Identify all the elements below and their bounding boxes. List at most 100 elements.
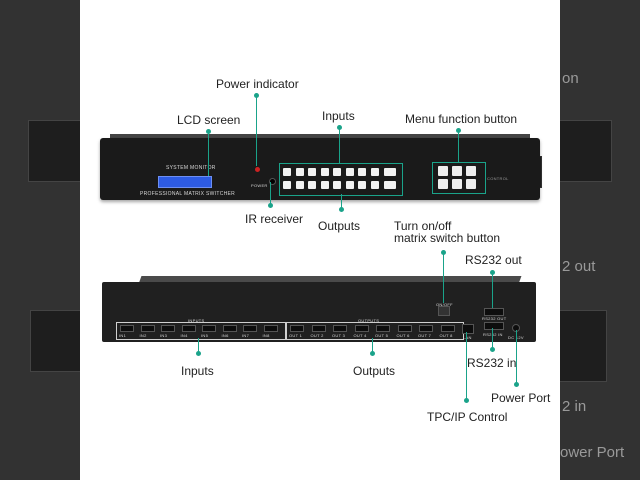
menu-function-label: Menu function button — [405, 112, 518, 126]
input-button-5[interactable] — [333, 168, 341, 176]
in-hdmi-port-1[interactable] — [120, 325, 134, 332]
rear-inputs-group — [116, 322, 286, 340]
power-port-line — [516, 330, 517, 384]
input-button-1[interactable] — [283, 168, 291, 176]
menu-function-line — [458, 131, 459, 163]
brand-line: PROFESSIONAL MATRIX SWITCHER — [140, 191, 236, 197]
front-outputs-label: Outputs — [318, 219, 361, 233]
power-indicator-label: Power indicator — [216, 77, 299, 91]
rear-outputs-label: Outputs — [353, 364, 396, 378]
ir-receiver-line — [270, 182, 271, 204]
input-button-6[interactable] — [345, 168, 354, 176]
output-button-8[interactable] — [370, 181, 379, 189]
lan-text: LAN — [463, 335, 472, 340]
side-text-2out: 2 out — [562, 258, 596, 275]
in-hdmi-port-6[interactable] — [222, 325, 237, 332]
ir-receiver-dot — [268, 203, 273, 208]
menu-button-5[interactable] — [452, 179, 462, 189]
tcp-ip-dot — [464, 398, 469, 403]
rs232-in-port[interactable] — [484, 322, 504, 330]
out-hdmi-port-2[interactable] — [311, 325, 326, 332]
in-port-label: IN2 — [139, 333, 147, 338]
front-inputs-dot — [337, 125, 342, 130]
on-off-dot — [441, 250, 446, 255]
output-button-4[interactable] — [320, 181, 329, 189]
input-button-7[interactable] — [358, 168, 366, 176]
menu-button-3[interactable] — [466, 166, 476, 176]
out-port-label: OUT 8 — [439, 333, 453, 338]
control-text: CONTROL — [487, 176, 509, 181]
menu-button-outline — [432, 162, 486, 194]
out-hdmi-port-1[interactable] — [290, 325, 304, 332]
rear-inputs-heading: INPUTS — [188, 318, 205, 323]
rear-inputs-dot — [196, 351, 201, 356]
output-button-2[interactable] — [295, 181, 304, 189]
tcp-ip-line — [466, 332, 467, 400]
power-port-label: Power Port — [491, 391, 551, 405]
ir-receiver-window — [269, 178, 276, 185]
in-hdmi-port-7[interactable] — [243, 325, 257, 332]
out-hdmi-port-4[interactable] — [354, 325, 369, 332]
rs232-out-dot — [490, 270, 495, 275]
on-off-label-line2: matrix switch button — [394, 231, 501, 245]
lcd-screen-dot — [206, 129, 211, 134]
front-outputs-line — [341, 194, 342, 208]
on-off-label-line1: Turn on/off — [394, 219, 452, 233]
tcp-ip-label: TPC/IP Control — [427, 410, 508, 424]
in-hdmi-port-2[interactable] — [140, 325, 155, 332]
rear-inputs-label: Inputs — [181, 364, 214, 378]
side-text-2in: 2 in — [562, 398, 587, 415]
lcd-screen — [158, 176, 212, 188]
in-port-label: IN6 — [221, 333, 229, 338]
in-port-label: IN8 — [262, 333, 270, 338]
output-button-1[interactable] — [283, 181, 291, 189]
in-port-label: IN4 — [180, 333, 188, 338]
dc-text: DC 12V — [508, 335, 524, 340]
menu-function-dot — [456, 128, 461, 133]
out-port-label: OUT 4 — [353, 333, 367, 338]
out-hdmi-port-3[interactable] — [333, 325, 347, 332]
rear-inputs-line — [198, 338, 199, 352]
menu-button-6[interactable] — [466, 179, 476, 189]
out-hdmi-port-7[interactable] — [419, 325, 433, 332]
input-button-2[interactable] — [295, 168, 304, 176]
out-hdmi-port-5[interactable] — [376, 325, 390, 332]
power-indicator-dot — [254, 93, 259, 98]
product-diagram: SYSTEM MONITOR PROFESSIONAL MATRIX SWITC… — [80, 0, 560, 480]
input-button-8[interactable] — [370, 168, 379, 176]
out-port-label: OUT 1 — [289, 333, 303, 338]
menu-button-1[interactable] — [438, 166, 448, 176]
lcd-screen-line — [208, 132, 209, 176]
in-hdmi-port-5[interactable] — [202, 325, 216, 332]
output-button-6[interactable] — [345, 181, 354, 189]
input-all-button[interactable] — [384, 168, 396, 176]
output-button-5[interactable] — [333, 181, 341, 189]
input-button-3[interactable] — [308, 168, 316, 176]
in-port-label: IN7 — [242, 333, 250, 338]
out-hdmi-port-6[interactable] — [397, 325, 412, 332]
lan-port[interactable] — [462, 324, 474, 334]
in-hdmi-port-4[interactable] — [181, 325, 196, 332]
output-button-3[interactable] — [308, 181, 316, 189]
input-button-4[interactable] — [320, 168, 329, 176]
output-button-7[interactable] — [358, 181, 366, 189]
out-port-label: OUT 5 — [375, 333, 389, 338]
power-indicator-line — [256, 96, 257, 166]
right-blurred-backdrop: on 2 out 2 in ower Port — [560, 0, 640, 480]
out-port-label: OUT 7 — [418, 333, 432, 338]
output-all-button[interactable] — [384, 181, 396, 189]
rs232-out-text: RS232 OUT — [482, 316, 507, 321]
in-port-label: IN1 — [119, 333, 127, 338]
in-hdmi-port-8[interactable] — [263, 325, 278, 332]
in-hdmi-port-3[interactable] — [161, 325, 175, 332]
on-off-line — [443, 253, 444, 303]
rear-outputs-dot — [370, 351, 375, 356]
out-hdmi-port-8[interactable] — [440, 325, 455, 332]
out-port-label: OUT 6 — [396, 333, 410, 338]
rs232-in-dot — [490, 347, 495, 352]
rs232-out-port[interactable] — [484, 308, 504, 316]
on-off-switch[interactable] — [438, 306, 450, 316]
side-text-on: on — [562, 70, 579, 87]
menu-button-4[interactable] — [438, 179, 448, 189]
menu-button-2[interactable] — [452, 166, 462, 176]
